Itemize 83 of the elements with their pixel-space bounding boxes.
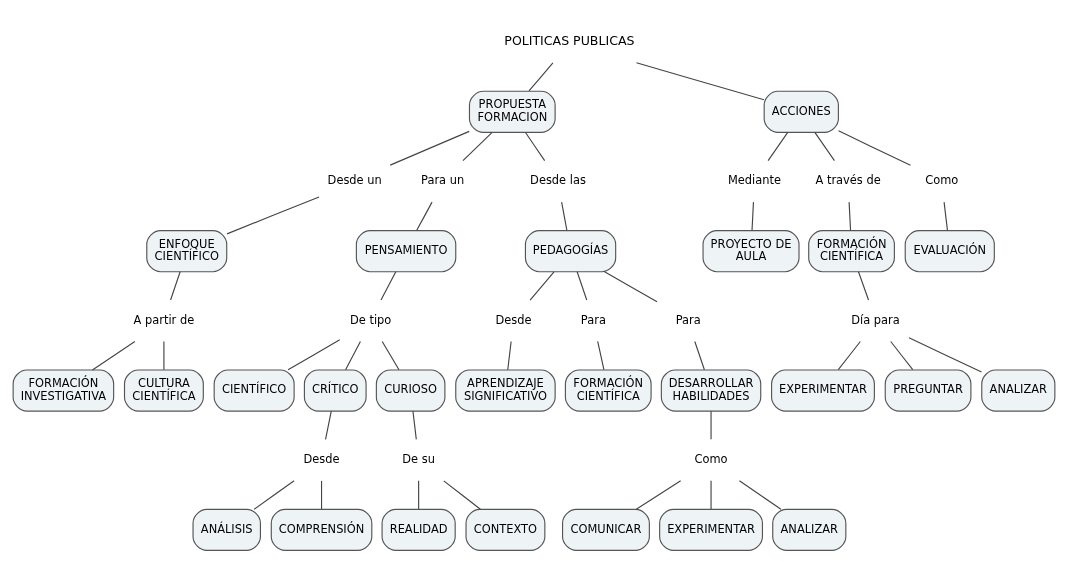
connector <box>345 340 361 370</box>
connector <box>529 270 555 301</box>
connector <box>597 340 605 370</box>
connector <box>576 270 588 301</box>
node-box: DESARROLLAR HABILIDADES <box>660 368 762 412</box>
connector <box>389 130 470 166</box>
connector <box>694 340 705 370</box>
node-box: EVALUACIÓN <box>904 229 995 272</box>
node-text: Desde las <box>530 172 586 187</box>
node-text: Para <box>675 312 701 327</box>
node-box: PEDAGOGÍAS <box>524 229 617 272</box>
connector <box>163 340 165 370</box>
connector <box>561 201 568 231</box>
node-text: Desde <box>495 312 532 327</box>
node-box: PREGUNTAR <box>884 368 972 412</box>
node-text: Como <box>694 451 728 466</box>
node-box: ACCIONES <box>763 90 839 133</box>
node-box: PROYECTO DE AULA <box>702 229 800 272</box>
connector <box>943 201 949 231</box>
node-box: CRÍTICO <box>303 368 367 412</box>
connector <box>91 340 136 370</box>
connector <box>604 270 658 302</box>
connector <box>814 131 836 161</box>
node-text: Para <box>580 312 606 327</box>
node-text: POLITICAS PUBLICAS <box>504 32 635 48</box>
connector <box>635 61 765 100</box>
node-box: COMUNICAR <box>562 508 650 551</box>
connector <box>287 338 341 370</box>
connector <box>324 410 332 440</box>
node-box: ANALIZAR <box>772 508 847 551</box>
connector <box>320 479 323 510</box>
node-text: A través de <box>815 172 881 187</box>
node-box: REALIDAD <box>381 508 456 551</box>
connector <box>838 129 912 166</box>
node-box: FORMACIÓN INVESTIGATIVA <box>12 368 115 412</box>
connector <box>635 479 682 510</box>
connector <box>710 410 712 440</box>
node-box: CONTEXTO <box>465 508 546 551</box>
connector <box>226 195 320 234</box>
node-box: ANALIZAR <box>981 368 1056 412</box>
node-text: Como <box>925 172 959 187</box>
connector <box>443 479 481 510</box>
connector <box>528 61 554 92</box>
node-box: EXPERIMENTAR <box>771 368 875 412</box>
node-box: EXPERIMENTAR <box>659 508 764 551</box>
connector <box>857 270 870 301</box>
connector <box>890 340 914 370</box>
node-text: De tipo <box>350 312 392 327</box>
node-box: ENFOQUE CIENTÍFICO <box>146 229 228 272</box>
connector <box>253 479 295 510</box>
connector <box>524 131 546 161</box>
connector <box>507 340 512 370</box>
node-text: Mediante <box>727 172 781 187</box>
node-text: Desde <box>303 451 340 466</box>
node-text: Día para <box>851 312 900 327</box>
node-box: PENSAMIENTO <box>355 229 457 272</box>
connector <box>738 479 782 510</box>
node-box: FORMACIÓN CIENTÍFICA <box>564 368 652 412</box>
node-box: APRENDIZAJE SIGNIFICATIVO <box>455 368 556 412</box>
node-box: ANÁLISIS <box>192 508 261 551</box>
connector <box>462 131 493 161</box>
node-box: CIENTÍFICO <box>213 368 295 412</box>
connector <box>710 479 712 510</box>
connector <box>767 131 789 161</box>
connector <box>837 340 861 370</box>
node-text: De su <box>402 451 435 466</box>
node-box: PROPUESTA FORMACION <box>468 90 556 133</box>
node-text: A partir de <box>133 312 195 327</box>
node-box: CURIOSO <box>375 368 446 412</box>
connector <box>908 336 983 373</box>
node-box: COMPRENSIÓN <box>270 508 373 551</box>
node-text: Para un <box>421 172 465 187</box>
connector <box>751 201 755 231</box>
connector <box>380 270 397 301</box>
node-box: FORMACIÓN CIENTÍFICA <box>808 229 895 272</box>
connector <box>416 201 433 231</box>
connector <box>418 479 420 510</box>
connector <box>412 410 417 440</box>
node-text: Desde un <box>327 172 382 187</box>
node-box: CULTURA CIENTÍFICA <box>123 368 204 412</box>
connector <box>170 270 181 301</box>
connector <box>381 340 400 370</box>
connector <box>848 201 852 231</box>
